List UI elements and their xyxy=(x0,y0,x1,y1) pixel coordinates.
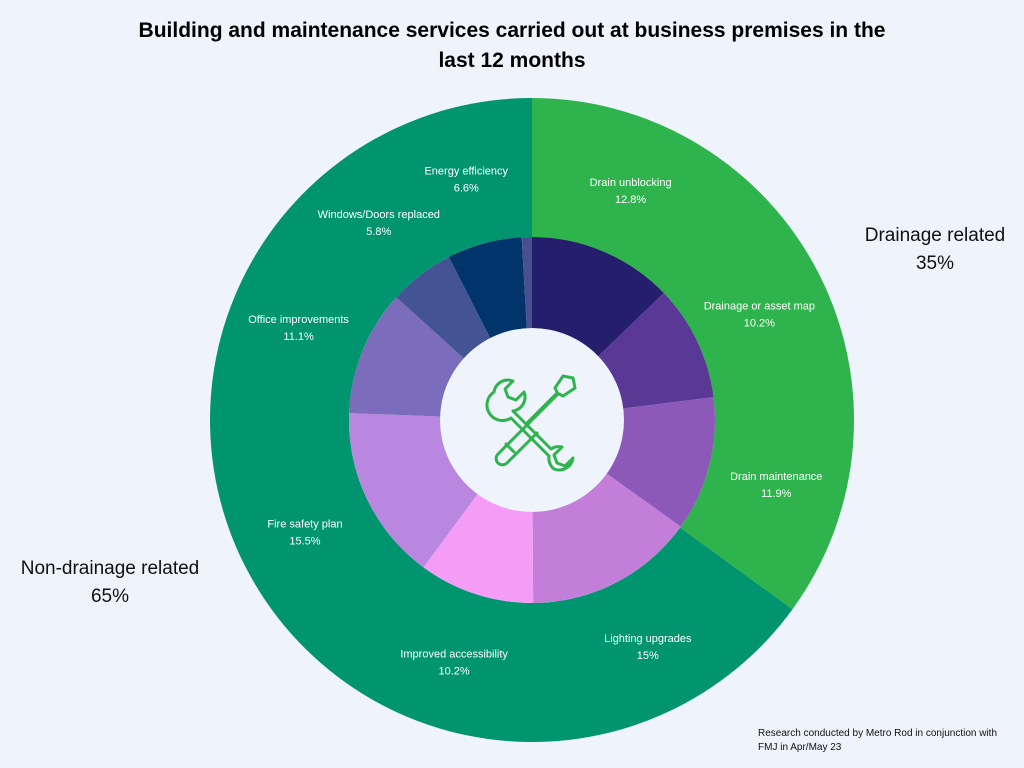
inner-slice-office-improvements xyxy=(349,297,469,417)
slice-value-energy-efficiency: 6.6% xyxy=(454,183,479,195)
chart-title-line-1: Building and maintenance services carrie… xyxy=(138,19,886,42)
slice-value-windows-doors-replaced: 5.8% xyxy=(366,226,391,238)
outer-label-name: Drainage related xyxy=(864,225,1006,246)
footnote-line-2: FMJ in Apr/May 23 xyxy=(758,742,842,753)
slice-value-drainage-or-asset-map: 10.2% xyxy=(744,317,775,329)
outer-slice-drainage-related xyxy=(532,98,855,610)
slice-label-fire-safety-plan: Fire safety plan xyxy=(267,518,342,530)
slice-label-office-improvements: Office improvements xyxy=(248,314,349,326)
slice-value-office-improvements: 11.1% xyxy=(283,331,314,343)
legend-drainage-related: Drainage related 35% xyxy=(842,222,1024,278)
source-footnote: Research conducted by Metro Rod in conju… xyxy=(758,727,1020,755)
slice-label-windows-doors-replaced: Windows/Doors replaced xyxy=(318,209,440,221)
slice-value-drain-unblocking: 12.8% xyxy=(615,194,646,206)
footnote-line-1: Research conducted by Metro Rod in conju… xyxy=(758,728,998,739)
slice-value-lighting-upgrades: 15% xyxy=(637,650,659,662)
chart-title: Building and maintenance services carrie… xyxy=(62,16,962,76)
inner-slice-drain-unblocking xyxy=(532,237,664,361)
slice-label-lighting-upgrades: Lighting upgrades xyxy=(604,633,692,645)
wrench-screwdriver-icon xyxy=(485,374,577,472)
inner-labels: Drain unblocking 12.8% Drainage or asset m… xyxy=(248,166,822,678)
slice-value-fire-safety-plan: 15.5% xyxy=(289,535,320,547)
slice-label-drain-unblocking: Drain unblocking xyxy=(590,177,672,189)
slice-value-drain-maintenance: 11.9% xyxy=(761,488,792,500)
inner-slice-segment-9 xyxy=(521,237,532,335)
inner-slice-improved-accessibility xyxy=(423,489,534,603)
inner-slice-drainage-or-asset-map xyxy=(593,293,714,410)
slice-label-energy-efficiency: Energy efficiency xyxy=(424,166,508,178)
inner-slice-energy-efficiency xyxy=(448,237,528,344)
outer-label-value: 35% xyxy=(915,253,955,274)
inner-slice-drain-maintenance xyxy=(601,397,716,527)
slice-label-drain-maintenance: Drain maintenance xyxy=(730,471,822,483)
legend-non-drainage-related: Non-drainage related 65% xyxy=(4,555,216,611)
inner-slice-windows-doors-replaced xyxy=(396,256,493,363)
outer-label-value: 65% xyxy=(90,586,130,607)
outer-slice-non-drainage-related xyxy=(209,98,793,742)
slice-value-improved-accessibility: 10.2% xyxy=(439,666,470,678)
chart-title-line-2: last 12 months xyxy=(438,49,586,72)
slice-label-drainage-or-asset-map: Drainage or asset map xyxy=(704,300,815,312)
outer-label-name: Non-drainage related xyxy=(20,558,200,579)
outer-ring xyxy=(209,98,855,742)
slice-label-improved-accessibility: Improved accessibility xyxy=(400,649,508,661)
